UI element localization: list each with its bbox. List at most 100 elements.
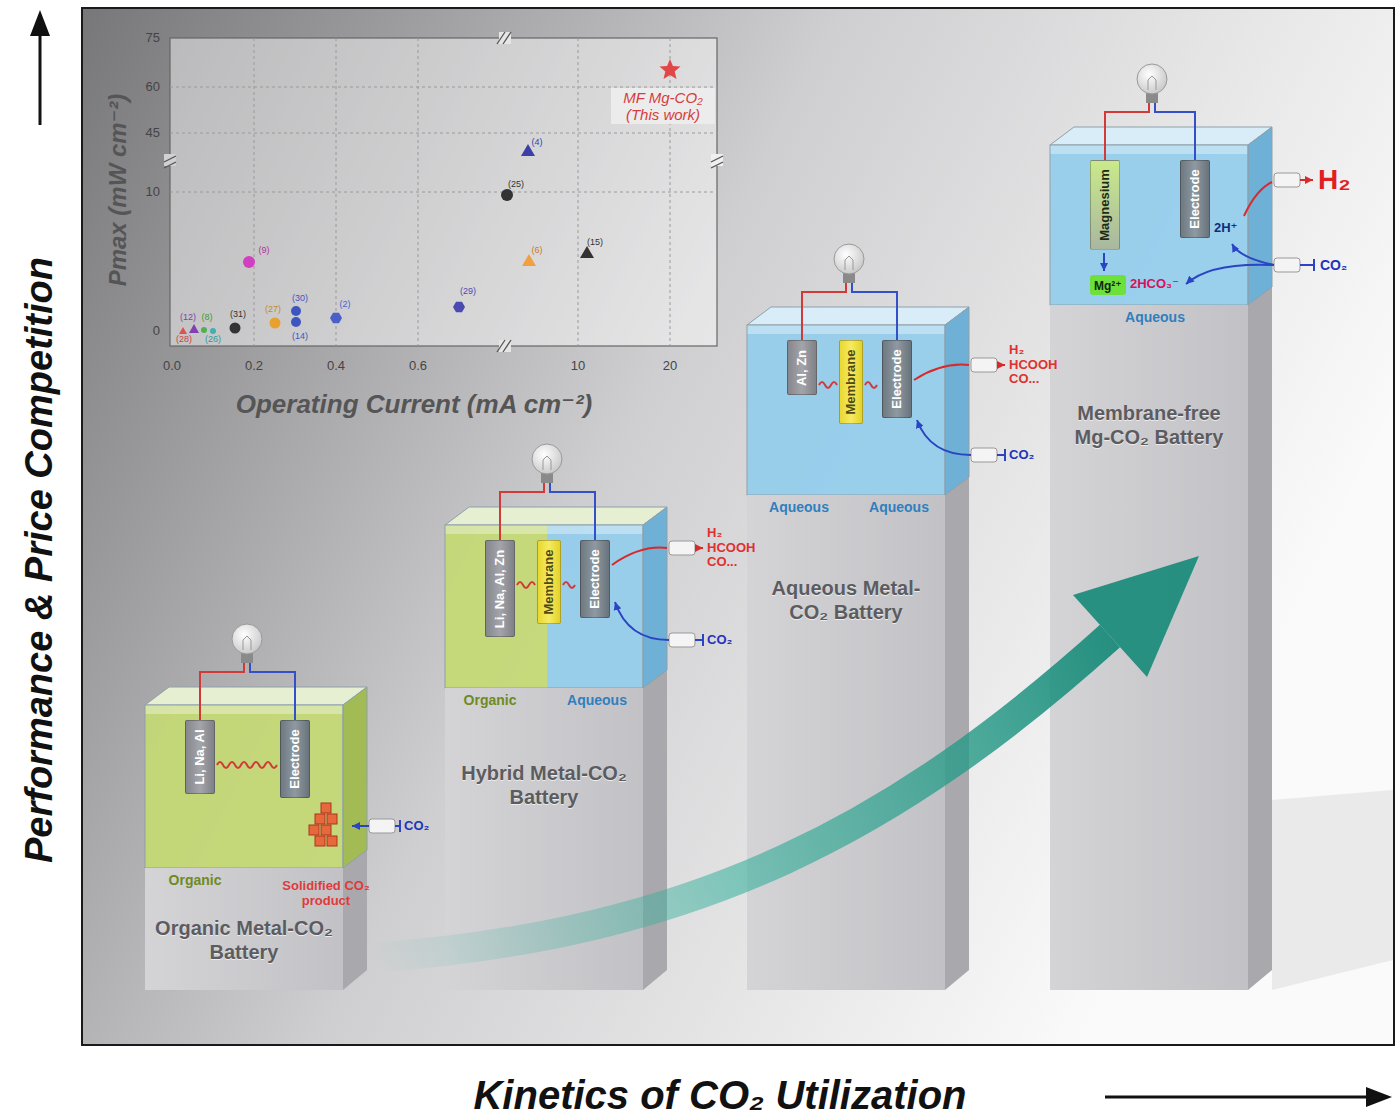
wire (852, 282, 897, 340)
wire (1155, 102, 1195, 160)
anode-plate: Li, Na, Al, Zn (485, 540, 515, 637)
membrane-plate: Membrane (839, 340, 863, 424)
reference-number: (12) (180, 312, 196, 322)
filament (243, 636, 251, 650)
circle-marker (201, 327, 207, 333)
reference-number: (2) (340, 299, 351, 309)
reference-number: (4) (532, 137, 543, 147)
reference-number: (15) (587, 237, 603, 247)
tank-side (343, 687, 367, 868)
electrolyte (747, 325, 849, 495)
ion-flow (1103, 253, 1105, 271)
product-label: H₂ (1318, 164, 1351, 196)
hexagon-marker (453, 302, 465, 312)
light-bulb (532, 444, 562, 474)
plate-label: Membrane (542, 549, 556, 614)
reference-number: (25) (508, 179, 524, 189)
reference-number: (9) (259, 245, 270, 255)
product-flow (914, 365, 969, 380)
axis-arrow (1105, 1096, 1368, 1099)
liquid-surface (747, 325, 945, 334)
arrow-head (1366, 1087, 1392, 1107)
wire (802, 282, 846, 340)
gas-pipe (1274, 258, 1300, 272)
ground-shadow (1272, 790, 1393, 990)
wire (1105, 102, 1149, 160)
membrane-plate: Membrane (537, 540, 561, 624)
pillar: Aqueous Metal-CO₂ Battery (747, 495, 945, 990)
co2-flow (615, 602, 669, 640)
gas-pipe (369, 819, 395, 833)
reference-number: (27) (265, 304, 281, 314)
electrolyte (849, 325, 945, 495)
circle-marker (270, 318, 281, 329)
trend-arrow-head (1073, 556, 1199, 677)
electrolyte-label: Organic (169, 872, 222, 889)
ion-path (865, 382, 877, 388)
outlet-arrow (997, 364, 1005, 366)
tank-front (747, 325, 945, 495)
product-cube (315, 814, 325, 824)
gas-pipe (669, 633, 695, 647)
axis-title: Pmax (mW cm⁻²) (104, 94, 132, 287)
anode-plate: Li, Na, Al (185, 720, 215, 794)
circle-marker (291, 317, 301, 327)
product-flow (612, 548, 667, 565)
ion-path (819, 382, 837, 388)
plate-label: Electrode (890, 349, 904, 408)
grid-line (170, 133, 717, 134)
plate-label: Electrode (588, 549, 602, 608)
reference-number: (28) (176, 334, 192, 344)
wire (550, 482, 595, 540)
axis-title: Performance & Price Competition (18, 257, 62, 863)
product-label: Solidified CO₂ product (276, 879, 376, 909)
break-gap (164, 154, 176, 166)
triangle-marker (580, 246, 594, 258)
filament (845, 256, 853, 270)
chart-plot (170, 38, 717, 346)
triangle-marker (179, 327, 187, 334)
electrolyte-label: Aqueous (869, 499, 929, 516)
electrolyte (1050, 145, 1248, 305)
tick-label: 75 (146, 31, 160, 46)
reference-number: (14) (292, 331, 308, 341)
plate-label: Magnesium (1098, 169, 1112, 241)
gas-pipe (971, 448, 997, 462)
gas-pipe (669, 541, 695, 555)
break-mark (711, 162, 723, 168)
tick-label: 0.6 (409, 359, 427, 374)
circle-marker (291, 306, 301, 316)
battery-name: Organic Metal-CO₂ Battery (145, 916, 343, 964)
electrolyte (145, 705, 343, 868)
product-cube (327, 836, 337, 846)
inlet-line (1300, 259, 1314, 271)
wire (200, 662, 244, 720)
bulbs (232, 64, 1167, 663)
grid-line (170, 192, 717, 193)
reference-number: (29) (460, 286, 476, 296)
anode-plate: Magnesium (1090, 160, 1120, 250)
grid-line (336, 38, 337, 346)
liquid-surface (145, 705, 343, 714)
ion-path (517, 582, 535, 588)
electrolyte-label: Aqueous (769, 499, 829, 516)
liquid-surface (1050, 145, 1248, 154)
light-bulb (232, 624, 262, 654)
electrolyte-label: Organic (464, 692, 517, 709)
tick-label: 20 (663, 359, 677, 374)
break-mark (164, 162, 176, 168)
electrode-plate: Electrode (1180, 160, 1210, 238)
pillar-side (343, 848, 367, 990)
gas-pipe (971, 358, 997, 372)
tank-side (945, 307, 969, 495)
product-cube (309, 825, 319, 835)
reference-number: (30) (292, 293, 308, 303)
circle-marker (501, 189, 513, 201)
triangle-marker (189, 324, 199, 333)
reference-number: (8) (202, 312, 213, 322)
tank-front (145, 705, 343, 868)
electrode-plate: Electrode (280, 720, 310, 798)
hexagon-marker (330, 313, 342, 323)
plate-label: Electrode (1188, 169, 1202, 228)
